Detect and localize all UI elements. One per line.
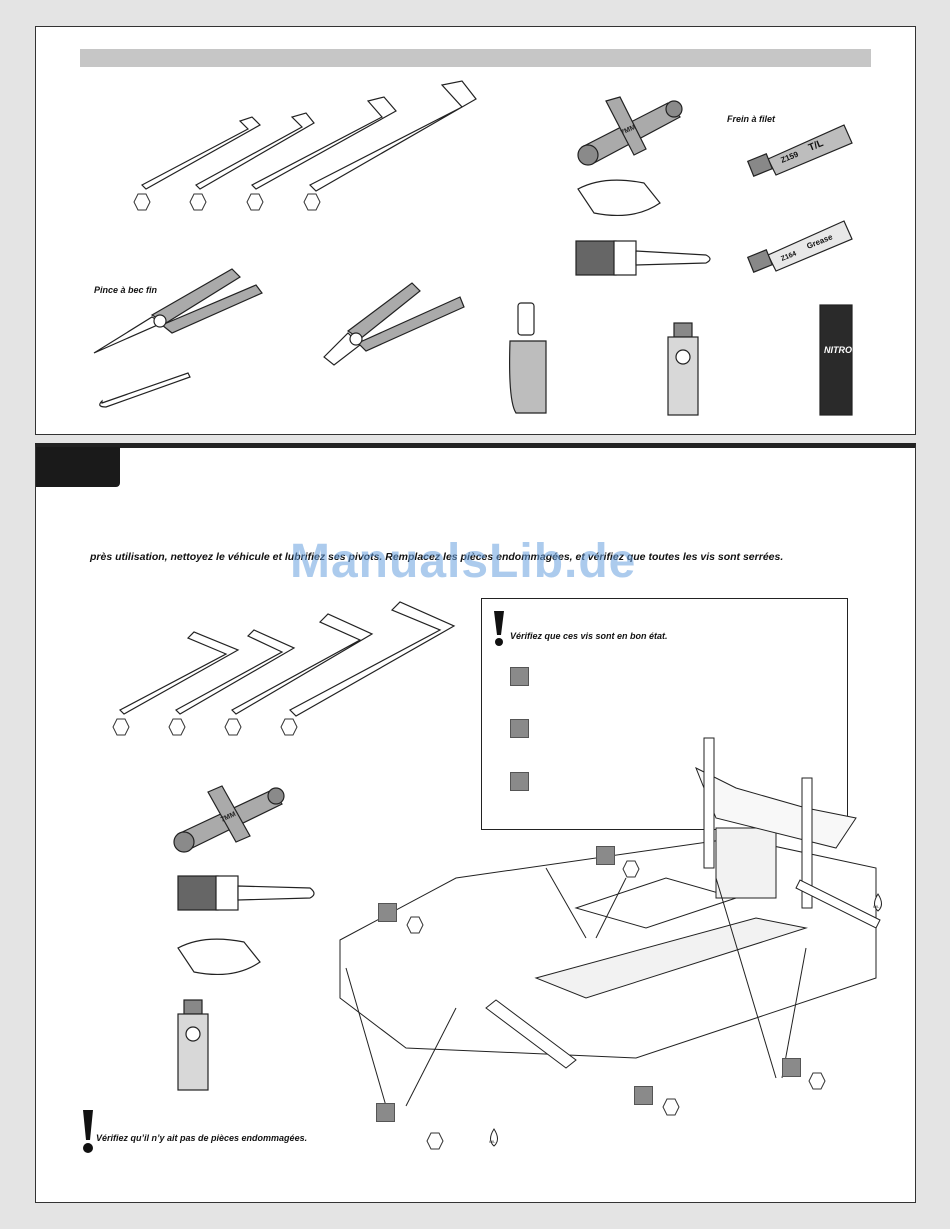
hex-size-markers-bottom bbox=[112, 718, 298, 736]
hex-size-markers-top bbox=[133, 193, 321, 211]
allen-keys-set bbox=[141, 80, 477, 192]
spray-can-white-icon-bottom bbox=[177, 999, 209, 1091]
hex-marker-a bbox=[406, 916, 424, 934]
hex-marker-b bbox=[622, 860, 640, 878]
oil-drop-label-2: OIL bbox=[873, 904, 880, 909]
callout-step-marker-1 bbox=[510, 667, 529, 686]
allen-keys-set-bottom bbox=[119, 601, 456, 717]
step-marker-b bbox=[596, 846, 615, 865]
cross-wrench-icon-bottom: 7MM bbox=[173, 785, 285, 853]
warning-exclamation-icon bbox=[494, 611, 504, 646]
callout-step-marker-2 bbox=[510, 719, 529, 738]
paint-brush-icon-bottom bbox=[177, 875, 315, 911]
needle-nose-pliers-label: Pince à bec fin bbox=[94, 285, 158, 295]
watermark: ManualsLib.de bbox=[290, 535, 637, 588]
screw-check-callout: Vérifiez que ces vis sont en bon état. bbox=[481, 598, 848, 830]
section-header-bar bbox=[80, 49, 871, 67]
cloth-rag-icon-bottom bbox=[177, 938, 261, 976]
wire-tool-icon bbox=[99, 372, 191, 408]
diagonal-cutters-icon bbox=[323, 282, 465, 366]
step-marker-c bbox=[782, 1058, 801, 1077]
chassis-illustration bbox=[339, 737, 881, 1107]
warning-exclamation-icon-bottom bbox=[83, 1110, 93, 1153]
hex-marker-d bbox=[662, 1098, 680, 1116]
paint-brush-icon bbox=[575, 240, 711, 276]
cloth-rag-icon bbox=[577, 179, 661, 217]
oil-drop-label-1: OIL bbox=[489, 1139, 496, 1144]
can-brand: NITRO bbox=[824, 345, 852, 355]
callout-text: Vérifiez que ces vis sont en bon état. bbox=[510, 631, 668, 641]
threadlock-tube-icon: Z159 T/L bbox=[746, 124, 853, 177]
hex-marker-e bbox=[426, 1132, 444, 1150]
step-marker-a bbox=[378, 903, 397, 922]
oil-drop-icon-2: OIL bbox=[873, 893, 882, 912]
damage-warning-text: Vérifiez qu’il n’y ait pas de pièces end… bbox=[96, 1133, 308, 1143]
spray-can-white-icon bbox=[667, 322, 699, 416]
tools-panel: Pince à bec fin 7MM Frein à filet bbox=[35, 26, 916, 435]
section-number-tab bbox=[36, 447, 120, 487]
step-marker-d bbox=[634, 1086, 653, 1105]
step-marker-e bbox=[376, 1103, 395, 1122]
spray-can-nitro-icon: NITRO bbox=[819, 304, 853, 416]
needle-nose-pliers-icon bbox=[93, 268, 263, 354]
threadlock-label: Frein à filet bbox=[727, 114, 776, 124]
maintenance-panel: près utilisation, nettoyez le véhicule e… bbox=[35, 443, 916, 1203]
cross-wrench-icon: 7MM bbox=[577, 96, 683, 166]
callout-step-marker-3 bbox=[510, 772, 529, 791]
oil-drop-icon-1: OIL bbox=[489, 1128, 498, 1147]
maintenance-intro-text: près utilisation, nettoyez le véhicule e… bbox=[90, 551, 784, 563]
glue-bottle-icon bbox=[509, 302, 547, 414]
grease-tube-icon: Z164 Grease bbox=[746, 220, 853, 273]
hex-marker-c bbox=[808, 1072, 826, 1090]
tube1-brand: T/L bbox=[807, 138, 825, 154]
